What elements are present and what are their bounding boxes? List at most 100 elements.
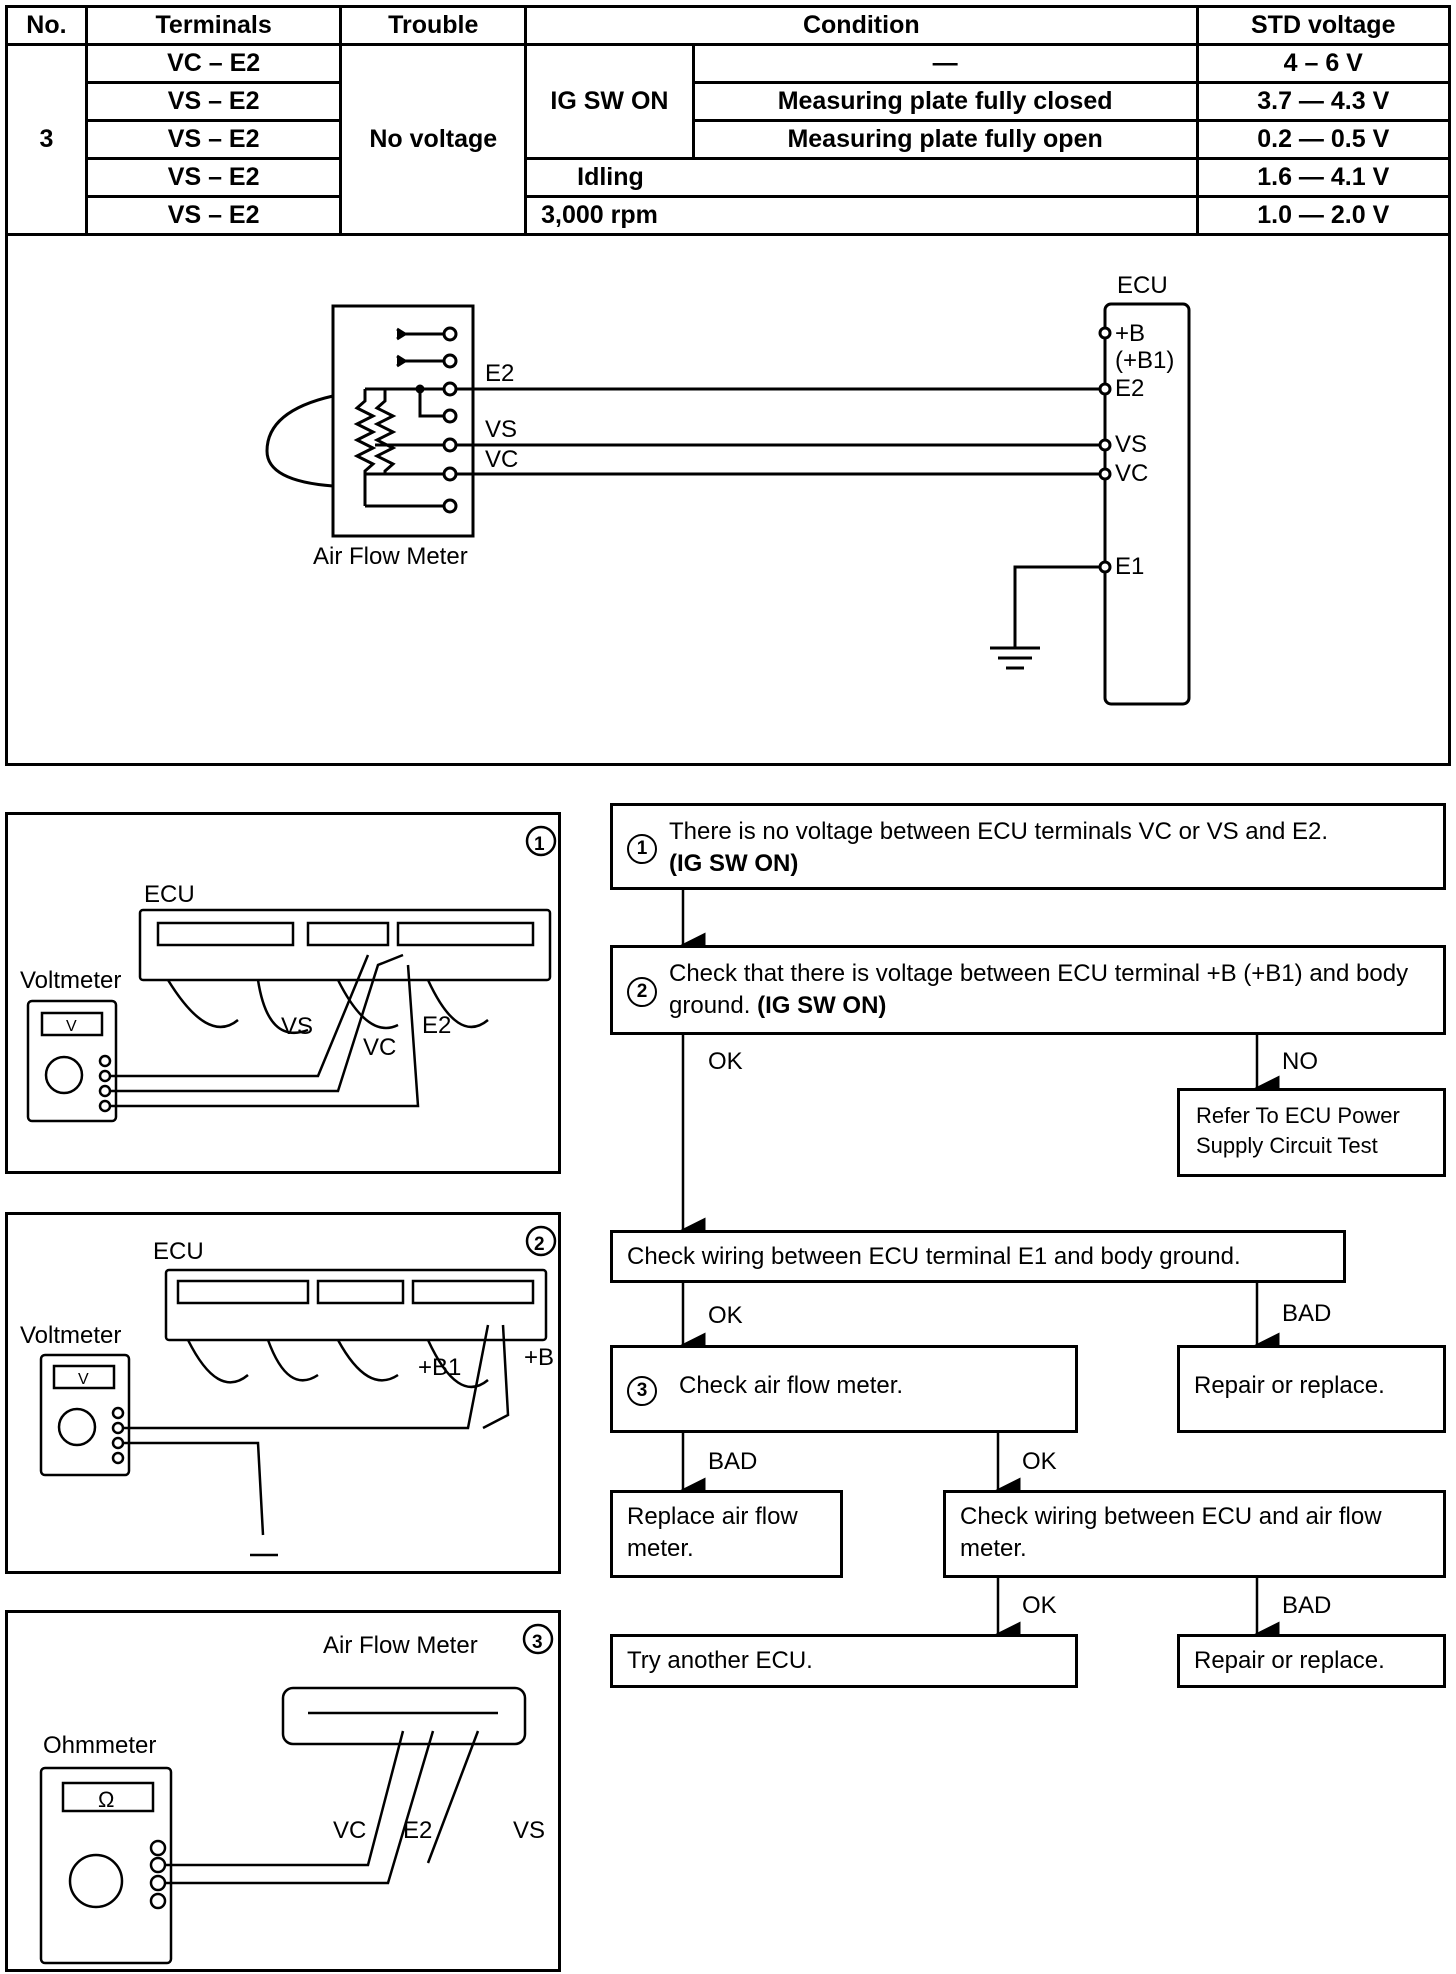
diagram-3-probe-e2: E2	[403, 1817, 432, 1844]
air-flow-meter-label: Air Flow Meter	[313, 543, 468, 570]
diagram-3-meter-face: Ω	[98, 1787, 114, 1812]
table-row: VS – E2 Measuring plate fully open 0.2 —…	[7, 119, 1451, 160]
ecu-terminal-plus-b: +B	[1115, 320, 1145, 347]
cell-no: 3	[5, 43, 88, 236]
step-2-text: Check that there is voltage between ECU …	[669, 960, 1409, 1019]
diagram-2-probe-b1: +B1	[418, 1354, 461, 1381]
diagram-1-probe-vc: VC	[363, 1034, 396, 1061]
step-3-number: 3	[627, 1376, 657, 1406]
diagram-3-probe-vc: VC	[333, 1817, 366, 1844]
cell-ig-sw-on: IG SW ON	[524, 43, 695, 160]
diagram-1-meter-face: V	[66, 1018, 77, 1035]
ok-label-1: OK	[708, 1048, 743, 1075]
check-wiring-box: Check wiring between ECU and air flow me…	[943, 1490, 1446, 1578]
repair-box-2: Repair or replace.	[1177, 1634, 1446, 1688]
diagram-3-meter-label: Ohmmeter	[43, 1732, 156, 1759]
check-e1-box: Check wiring between ECU terminal E1 and…	[610, 1230, 1346, 1283]
cell-condition: Idling	[524, 157, 1199, 198]
ecu-terminal-e2: E2	[1115, 375, 1144, 402]
check-e1-text: Check wiring between ECU terminal E1 and…	[627, 1243, 1241, 1270]
cell-std: 1.0 — 2.0 V	[1195, 195, 1451, 236]
bad-label-1: BAD	[1282, 1300, 1332, 1327]
ecu-terminal-plus-b1: (+B1)	[1115, 347, 1174, 374]
cell-std: 0.2 — 0.5 V	[1195, 119, 1451, 160]
table-header-row: No. Terminals Trouble Condition STD volt…	[5, 5, 1451, 46]
cell-condition: 3,000 rpm	[524, 195, 1199, 236]
check-wiring-text: Check wiring between ECU and air flow me…	[960, 1503, 1382, 1562]
diagram-3-illustration: 3 Air Flow Meter Ohmmeter Ω VC E2 VS	[39, 1623, 554, 1965]
flow-step-3-box: 3 Check air flow meter.	[610, 1345, 1078, 1433]
flow-step-2-box: 2 Check that there is voltage between EC…	[610, 945, 1446, 1035]
air-flow-meter-body	[331, 304, 475, 538]
meter-terminal-e2: E2	[485, 360, 514, 387]
diagram-3-probe-vs: VS	[513, 1817, 545, 1844]
cell-trouble: No voltage	[339, 43, 528, 236]
circuit-diagram-panel: ECU +B (+B1) E2 VS VC E1 E2 VS VC Air Fl…	[5, 236, 1451, 766]
ecu-terminal-vc: VC	[1115, 460, 1148, 487]
diagram-2-meter-face: V	[78, 1371, 89, 1388]
cell-terminals: VC – E2	[84, 43, 343, 84]
header-trouble: Trouble	[339, 5, 528, 46]
try-ecu-box: Try another ECU.	[610, 1634, 1078, 1688]
bad-label-2: BAD	[708, 1448, 758, 1475]
ecu-connector	[164, 1268, 548, 1342]
air-flow-meter-housing	[265, 394, 334, 488]
ecu-label: ECU	[1117, 272, 1168, 299]
ecu-terminal-e1: E1	[1115, 553, 1144, 580]
cell-std: 3.7 — 4.3 V	[1195, 81, 1451, 122]
ok-label-4: OK	[1022, 1592, 1057, 1619]
step-3-text: Check air flow meter.	[679, 1372, 904, 1399]
header-condition: Condition	[524, 5, 1199, 46]
voltmeter-body	[26, 999, 118, 1123]
repair-text-2: Repair or replace.	[1194, 1647, 1385, 1674]
power-supply-text: Refer To ECU Power Supply Circuit Test	[1196, 1103, 1400, 1158]
try-ecu-text: Try another ECU.	[627, 1647, 813, 1674]
diagram-2-meter-label: Voltmeter	[20, 1322, 121, 1349]
cell-std: 4 – 6 V	[1195, 43, 1451, 84]
cell-condition: Measuring plate fully closed	[691, 81, 1199, 122]
cell-condition: Measuring plate fully open	[691, 119, 1199, 160]
step-1-text: There is no voltage between ECU terminal…	[669, 818, 1328, 845]
diagram-1-ecu-label: ECU	[144, 881, 195, 908]
diagram-1-voltmeter-vc-vs: 1 ECU Voltmeter V VS VC E2	[5, 812, 561, 1174]
diagram-3-title: Air Flow Meter	[323, 1632, 478, 1659]
spec-table: No. Terminals Trouble Condition STD volt…	[5, 5, 1451, 236]
diagram-2-probe-b: +B	[524, 1344, 554, 1371]
ok-label-3: OK	[1022, 1448, 1057, 1475]
no-label: NO	[1282, 1048, 1318, 1075]
diagram-2-number: 2	[534, 1234, 545, 1255]
header-std-voltage: STD voltage	[1195, 5, 1451, 46]
bad-label-3: BAD	[1282, 1592, 1332, 1619]
cell-terminals: VS – E2	[84, 81, 343, 122]
diagram-1-illustration: 1 ECU Voltmeter V VS VC E2	[20, 825, 557, 1123]
diagram-2-illustration: 2 ECU Voltmeter V +B1 +B	[20, 1225, 557, 1557]
repair-text-1: Repair or replace.	[1194, 1372, 1385, 1399]
replace-afm-text: Replace air flow meter.	[627, 1503, 798, 1562]
table-row: VS – E2 Idling 1.6 — 4.1 V	[7, 157, 1451, 198]
header-terminals: Terminals	[84, 5, 343, 46]
step-1-condition: (IG SW ON)	[669, 850, 799, 877]
meter-terminal-vc: VC	[485, 446, 518, 473]
diagram-1-probe-vs: VS	[281, 1013, 313, 1040]
cell-terminals: VS – E2	[84, 195, 343, 236]
diagram-2-voltmeter-plus-b: 2 ECU Voltmeter V +B1 +B	[5, 1212, 561, 1574]
cell-terminals: VS – E2	[84, 119, 343, 160]
cell-std: 1.6 — 4.1 V	[1195, 157, 1451, 198]
cell-terminals: VS – E2	[84, 157, 343, 198]
diagram-1-number: 1	[534, 834, 545, 855]
header-no: No.	[5, 5, 88, 46]
diagram-1-meter-label: Voltmeter	[20, 967, 121, 994]
voltmeter-body	[39, 1353, 131, 1477]
repair-box-1: Repair or replace.	[1177, 1345, 1446, 1433]
table-row: VS – E2 3,000 rpm 1.0 — 2.0 V	[7, 195, 1451, 236]
meter-terminal-vs: VS	[485, 416, 517, 443]
step-1-number: 1	[627, 834, 657, 864]
ok-label-2: OK	[708, 1302, 743, 1329]
table-row: 3 VC – E2 No voltage IG SW ON — 4 – 6 V	[5, 43, 1451, 236]
step-2-condition: (IG SW ON)	[757, 992, 887, 1019]
diagram-3-ohmmeter-afm: 3 Air Flow Meter Ohmmeter Ω VC E2 VS	[5, 1610, 561, 1972]
replace-afm-box: Replace air flow meter.	[610, 1490, 843, 1578]
power-supply-box: Refer To ECU Power Supply Circuit Test	[1177, 1088, 1446, 1177]
diagram-3-number: 3	[532, 1632, 543, 1653]
